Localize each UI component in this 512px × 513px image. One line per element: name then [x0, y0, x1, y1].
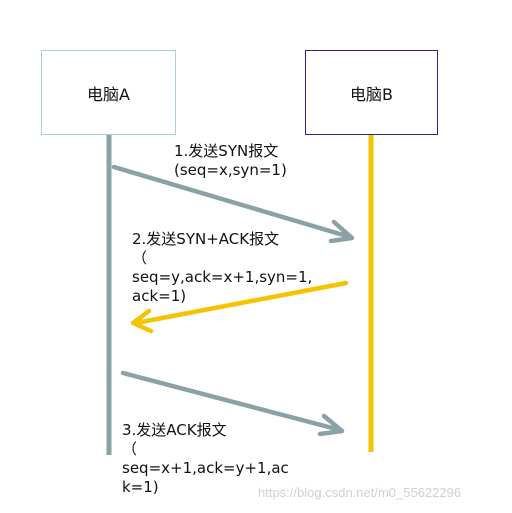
- node-computer-a-label: 电脑A: [87, 84, 130, 104]
- message-label-2: 2.发送SYN+ACK报文 （ seq=y,ack=x+1,syn=1, ack…: [132, 230, 313, 305]
- node-computer-a: 电脑A: [41, 50, 176, 135]
- watermark: https://blog.csdn.net/m0_55622296: [258, 485, 462, 500]
- node-computer-b-label: 电脑B: [350, 84, 393, 104]
- message-arrow-2: [130, 280, 349, 334]
- message-label-1: 1.发送SYN报文 (seq=x,syn=1): [174, 142, 287, 179]
- node-computer-b: 电脑B: [305, 50, 438, 135]
- message-arrow-3: [120, 370, 345, 437]
- message-arrow-1: [111, 164, 355, 244]
- message-label-3: 3.发送ACK报文 （ seq=x+1,ack=y+1,ac k=1): [122, 421, 289, 496]
